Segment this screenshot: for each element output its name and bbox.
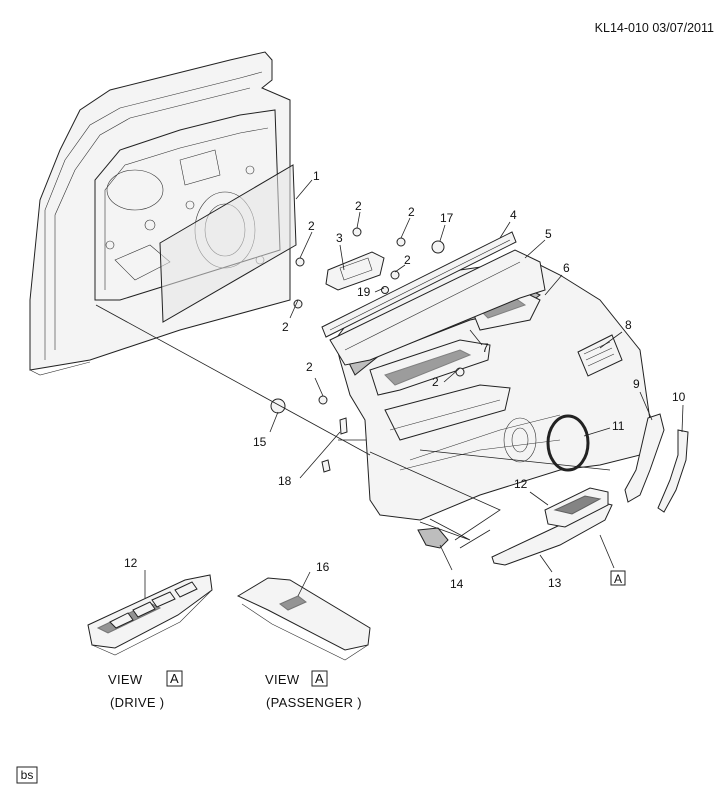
handle-bracket <box>325 251 385 291</box>
callout-12: 12 <box>124 556 138 570</box>
callout-14: 14 <box>450 577 464 591</box>
callout-9: 9 <box>633 377 640 391</box>
callout-17: 17 <box>440 211 454 225</box>
callout-10: 10 <box>672 390 686 404</box>
callout-13: 13 <box>548 576 562 590</box>
water-deflector <box>159 164 297 323</box>
switch-module-installed <box>544 487 609 528</box>
view-letter: A <box>170 671 179 686</box>
callout-4: 4 <box>510 208 517 222</box>
callout-3: 3 <box>336 231 343 245</box>
speaker-ring <box>546 414 590 472</box>
upper-trim <box>329 249 546 366</box>
callout-2: 2 <box>355 199 362 213</box>
view-caption-drive: VIEW A (DRIVE ) <box>108 670 183 710</box>
callout-18: 18 <box>278 474 292 488</box>
leader-lines <box>95 179 684 573</box>
callout-7: 7 <box>482 341 489 355</box>
callout-2: 2 <box>308 219 315 233</box>
belt-molding <box>321 231 517 338</box>
view-word: VIEW <box>108 672 143 687</box>
view-caption-passenger: VIEW A (PASSENGER ) <box>265 670 362 710</box>
view-caption: (PASSENGER ) <box>266 695 362 710</box>
callout-2: 2 <box>408 205 415 219</box>
garnish <box>657 429 689 513</box>
view-caption: (DRIVE ) <box>110 695 164 710</box>
passenger-switch-detail <box>236 571 371 661</box>
callout-2: 2 <box>306 360 313 374</box>
callout-1: 1 <box>313 169 320 183</box>
drive-switch-detail <box>87 570 213 656</box>
callout-19: 19 <box>357 285 371 299</box>
callout-15: 15 <box>253 435 267 449</box>
callout-16: 16 <box>316 560 330 574</box>
footer-badge: bs <box>16 766 38 784</box>
callout-8: 8 <box>625 318 632 332</box>
view-letter: A <box>315 671 324 686</box>
view-word: VIEW <box>265 672 300 687</box>
callout-6: 6 <box>563 261 570 275</box>
diagram-code: KL14-010 03/07/2011 <box>595 21 714 35</box>
callout-2: 2 <box>282 320 289 334</box>
callout-2: 2 <box>432 375 439 389</box>
callout-11: 11 <box>612 419 625 433</box>
trim-strip <box>624 413 665 503</box>
footer-badge-text: bs <box>21 768 34 782</box>
cover <box>417 527 449 549</box>
view-marker-letter: A <box>614 572 622 586</box>
callout-2: 2 <box>404 253 411 267</box>
callout-12: 12 <box>514 477 528 491</box>
callout-labels: 1 2 2 2 2 2 2 2 3 4 5 6 7 8 9 10 11 12 1… <box>124 169 686 591</box>
callout-5: 5 <box>545 227 552 241</box>
view-marker: A <box>610 570 626 586</box>
